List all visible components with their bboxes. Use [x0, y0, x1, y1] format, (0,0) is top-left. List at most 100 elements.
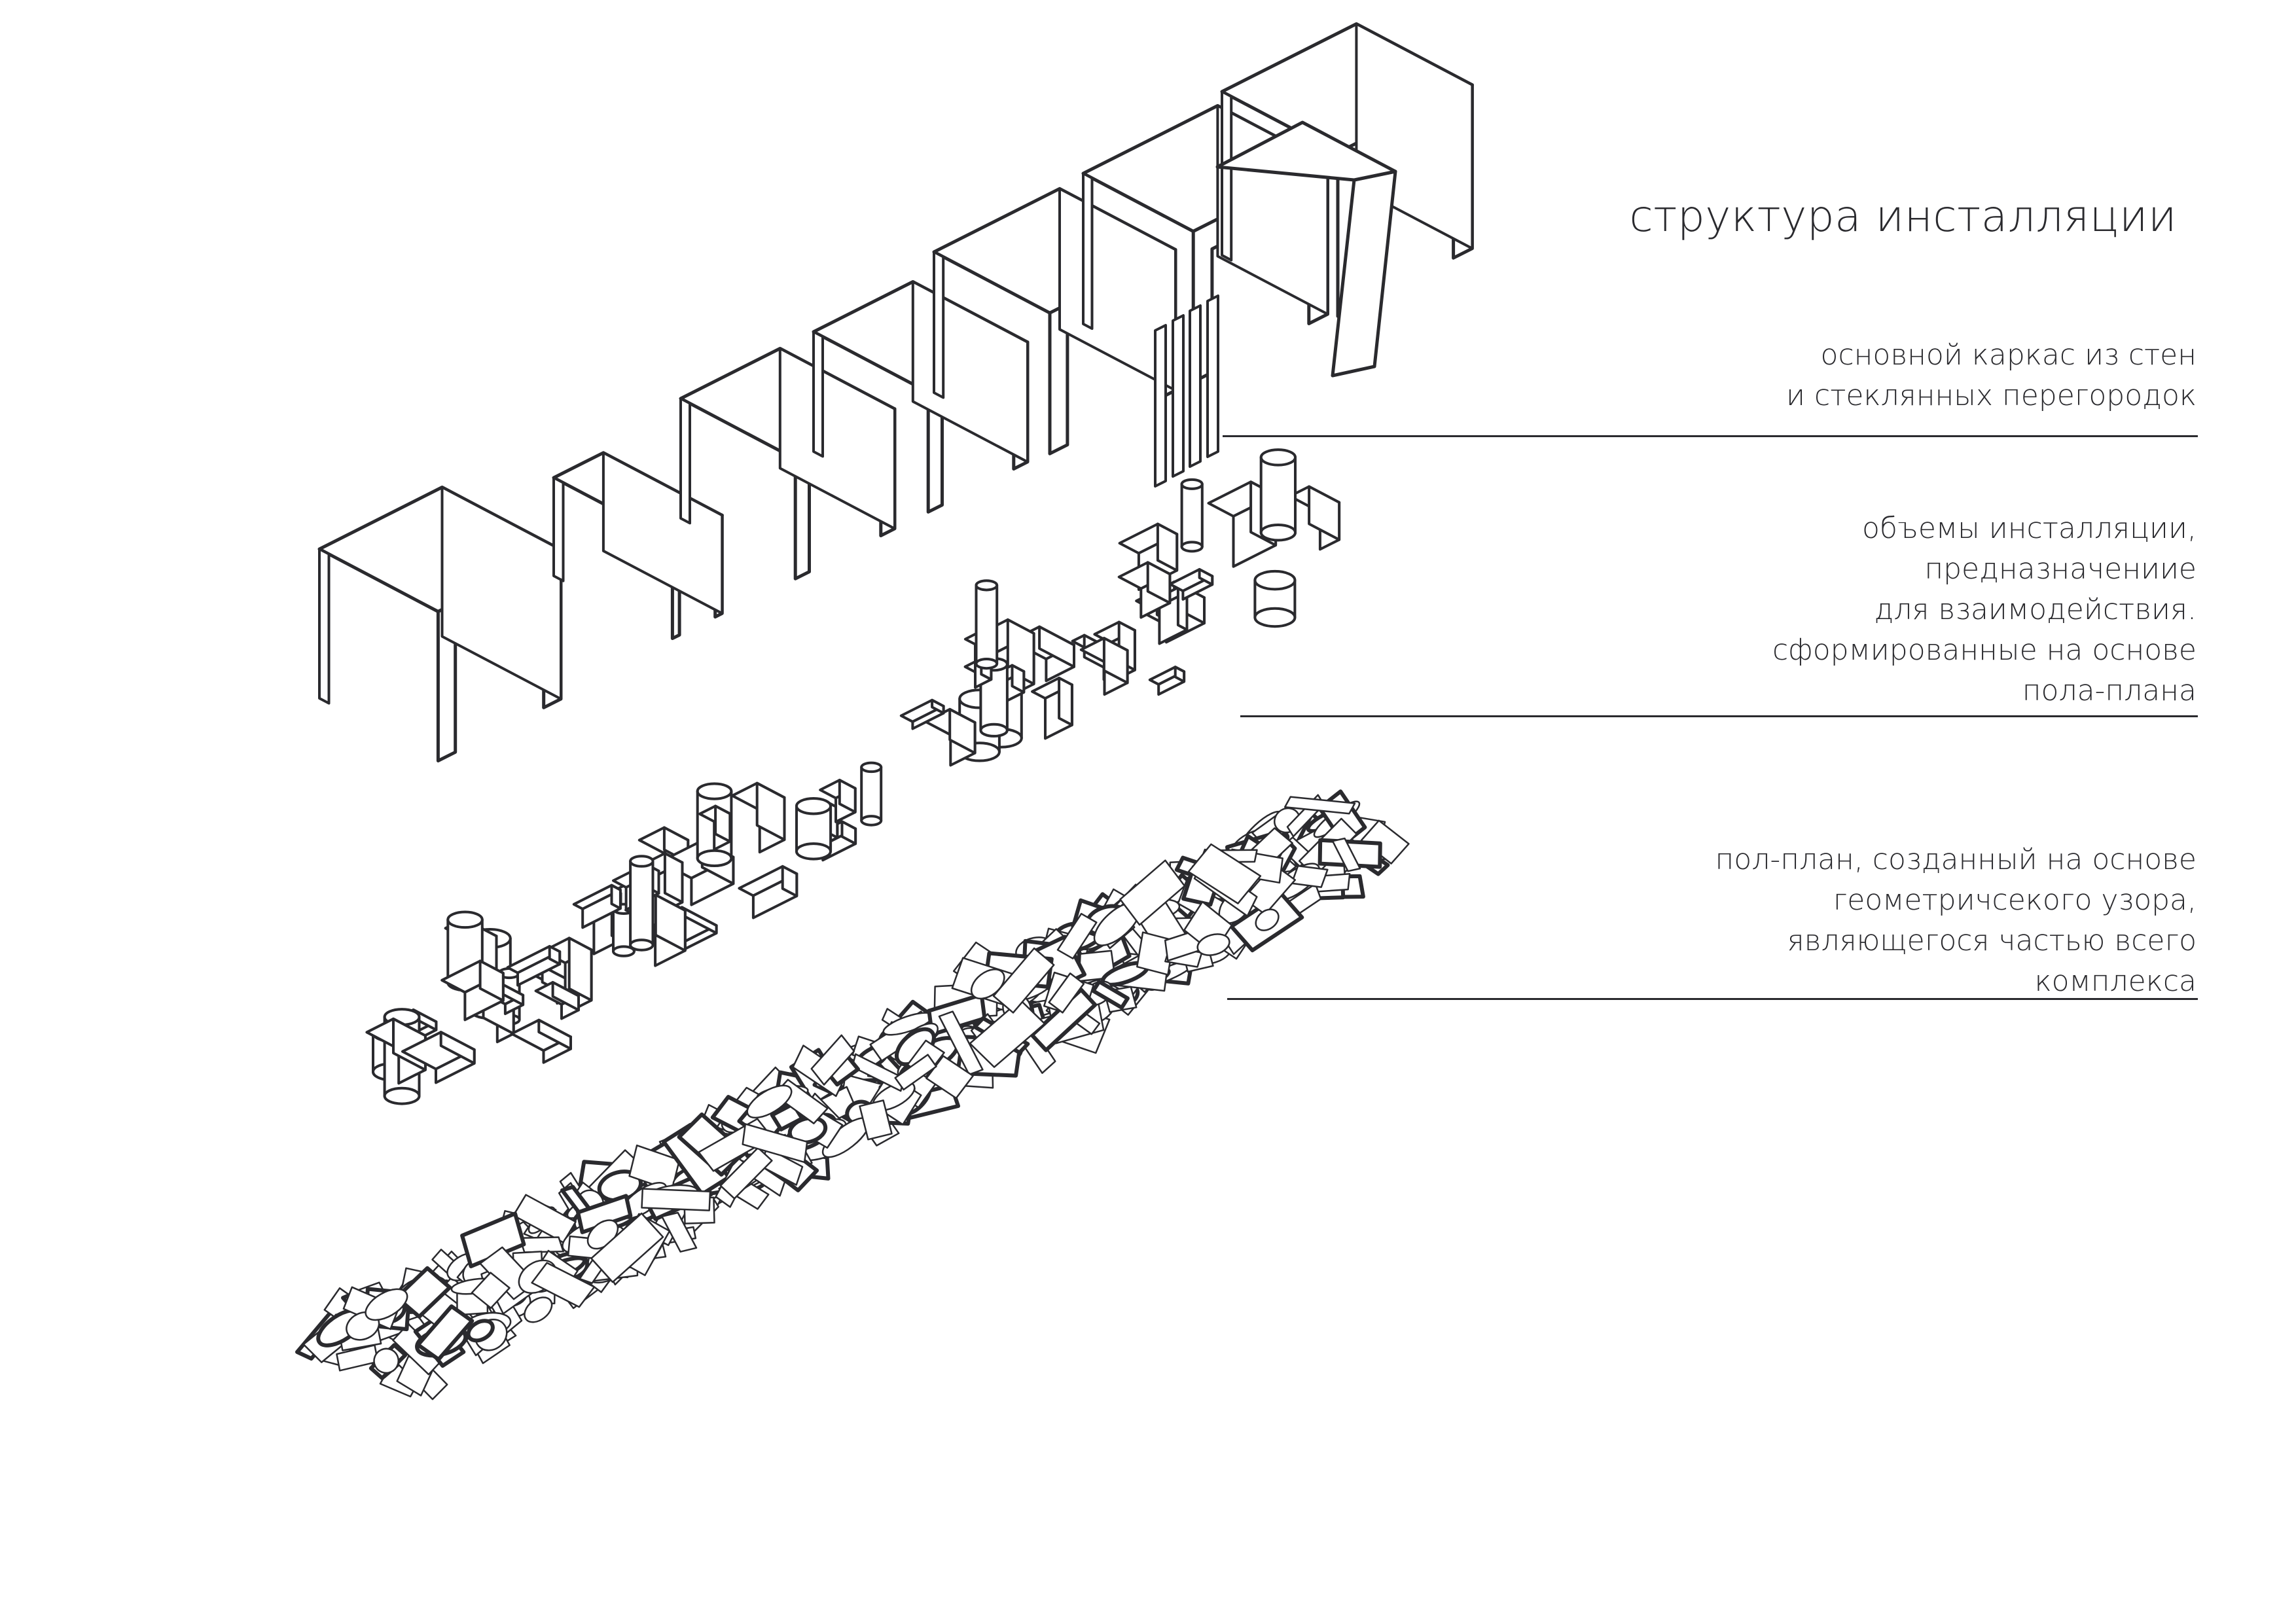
floor-tile [859, 1099, 893, 1141]
floor-ellipse [466, 1319, 495, 1343]
volume-cylinder-top [795, 797, 833, 815]
volume-box-side [755, 781, 786, 842]
volume-box-side [1011, 664, 1026, 694]
floor-tile [1048, 972, 1085, 1014]
annotation-line: основной каркас из стен [1820, 338, 2197, 372]
volume-box-side [654, 893, 687, 952]
floor-ellipse [1196, 933, 1230, 956]
volume-cylinder-base [795, 842, 833, 861]
floor-tile [416, 1304, 475, 1362]
volume-box-side [663, 851, 684, 904]
volume-cylinder-body [975, 584, 999, 666]
frame-back-wall [1082, 172, 1094, 330]
annotation-line: предназначениие [1924, 552, 2197, 586]
floor-tile [395, 1266, 452, 1319]
floor-tile [1291, 865, 1329, 888]
floor-tile [1091, 979, 1130, 1010]
volume-box-side [948, 707, 977, 755]
floor-tile [894, 1054, 937, 1091]
volume-box-side [838, 779, 857, 813]
volume-box-side [439, 1031, 476, 1065]
floor-tile [810, 1034, 855, 1086]
leader-line-frame [1223, 435, 2198, 437]
floor-tile [1119, 859, 1186, 926]
volume-box-side [567, 936, 593, 1002]
volume-cylinder-base [975, 657, 999, 670]
glass-partition [1206, 294, 1219, 458]
volume-cylinder-top [860, 761, 883, 774]
annotation-line: и стеклянных перегородок [1786, 379, 2197, 412]
floor-ellipse [1255, 908, 1280, 931]
floor-tile [460, 1211, 526, 1268]
floor-tile [1136, 931, 1175, 976]
glass-partition [1154, 324, 1167, 488]
volume-cylinder-base [1180, 541, 1204, 553]
diagram-title: структура инсталляции [1629, 191, 2177, 241]
frame-back-wall [552, 476, 565, 582]
volume-cylinder-body [1259, 455, 1297, 534]
floor-ellipse [746, 1084, 793, 1119]
floor-tile [969, 999, 1046, 1068]
annotation-line: для взаимодействия. [1874, 593, 2197, 626]
floor-ellipse [787, 1116, 828, 1145]
volume-box-side [1174, 666, 1186, 683]
installation-volumes-layer [365, 448, 1341, 1105]
floor-tile [1056, 912, 1098, 959]
frame-side-wall [601, 451, 724, 615]
frame-back-wall [1221, 90, 1233, 262]
floor-tile [1283, 796, 1356, 815]
glass-partition [1172, 314, 1185, 478]
volume-cylinder-top [1180, 478, 1204, 490]
annotation-line: сформированные на основе [1772, 633, 2197, 667]
floor-tile [992, 947, 1055, 1014]
volume-box-side [610, 883, 622, 910]
annotation-line: пол-план, созданный на основе [1715, 843, 2197, 876]
volume-cylinder-base [979, 722, 1009, 738]
volume-cylinder-top [446, 910, 484, 929]
volume-box-side [537, 1018, 572, 1050]
volume-box-side [478, 959, 505, 1002]
volume-box-side [1146, 561, 1172, 605]
volume-box-side [551, 981, 580, 1012]
volume-cylinder-body [1180, 482, 1204, 548]
floor-ellipse [970, 969, 1005, 1000]
frame-back-wall [679, 397, 691, 525]
floor-tile [925, 1055, 974, 1099]
floor-tile [641, 1188, 711, 1211]
volume-cylinder-body [629, 860, 655, 946]
floor-tile [531, 1262, 596, 1308]
frame-back-wall [318, 548, 331, 705]
volume-cylinder-base [611, 945, 636, 957]
volume-cylinder-base [860, 815, 883, 827]
volume-box-side [840, 820, 857, 846]
annotation-line: объемы инсталляции, [1862, 512, 2197, 545]
volume-cylinder-top [1253, 569, 1297, 591]
floor-tile [1187, 843, 1262, 904]
frame-end-roof [1215, 120, 1397, 182]
volume-box-side [1102, 637, 1129, 685]
volume-box-side [1308, 485, 1341, 541]
volume-box-side [1198, 568, 1214, 586]
annotation-line: пола-плана [2022, 674, 2197, 707]
volume-cylinder-top [1259, 448, 1297, 467]
leader-line-volumes [1240, 715, 2198, 717]
floor-tile [590, 1212, 664, 1283]
floor-tile [742, 1123, 808, 1164]
volume-cylinder-top [696, 782, 733, 800]
annotation-line: комплекса [2034, 965, 2197, 998]
floor-ellipse [373, 1347, 399, 1374]
annotation-line: геометричсекого узора, [1833, 883, 2197, 917]
volume-cylinder-base [1259, 524, 1297, 542]
floor-tile [1331, 837, 1361, 872]
volume-cylinder-base [383, 1086, 421, 1105]
floor-tile [576, 1194, 633, 1234]
annotation-frame: основной каркас из стен и стеклянных пер… [1786, 335, 2197, 416]
volume-box-side [1156, 522, 1179, 572]
wall-frame-layer [317, 22, 1474, 762]
frame-side-wall [778, 347, 896, 530]
floor-tile [661, 1211, 698, 1253]
volume-box-side [781, 865, 798, 898]
annotation-line: являющегося частью всего [1787, 924, 2197, 957]
